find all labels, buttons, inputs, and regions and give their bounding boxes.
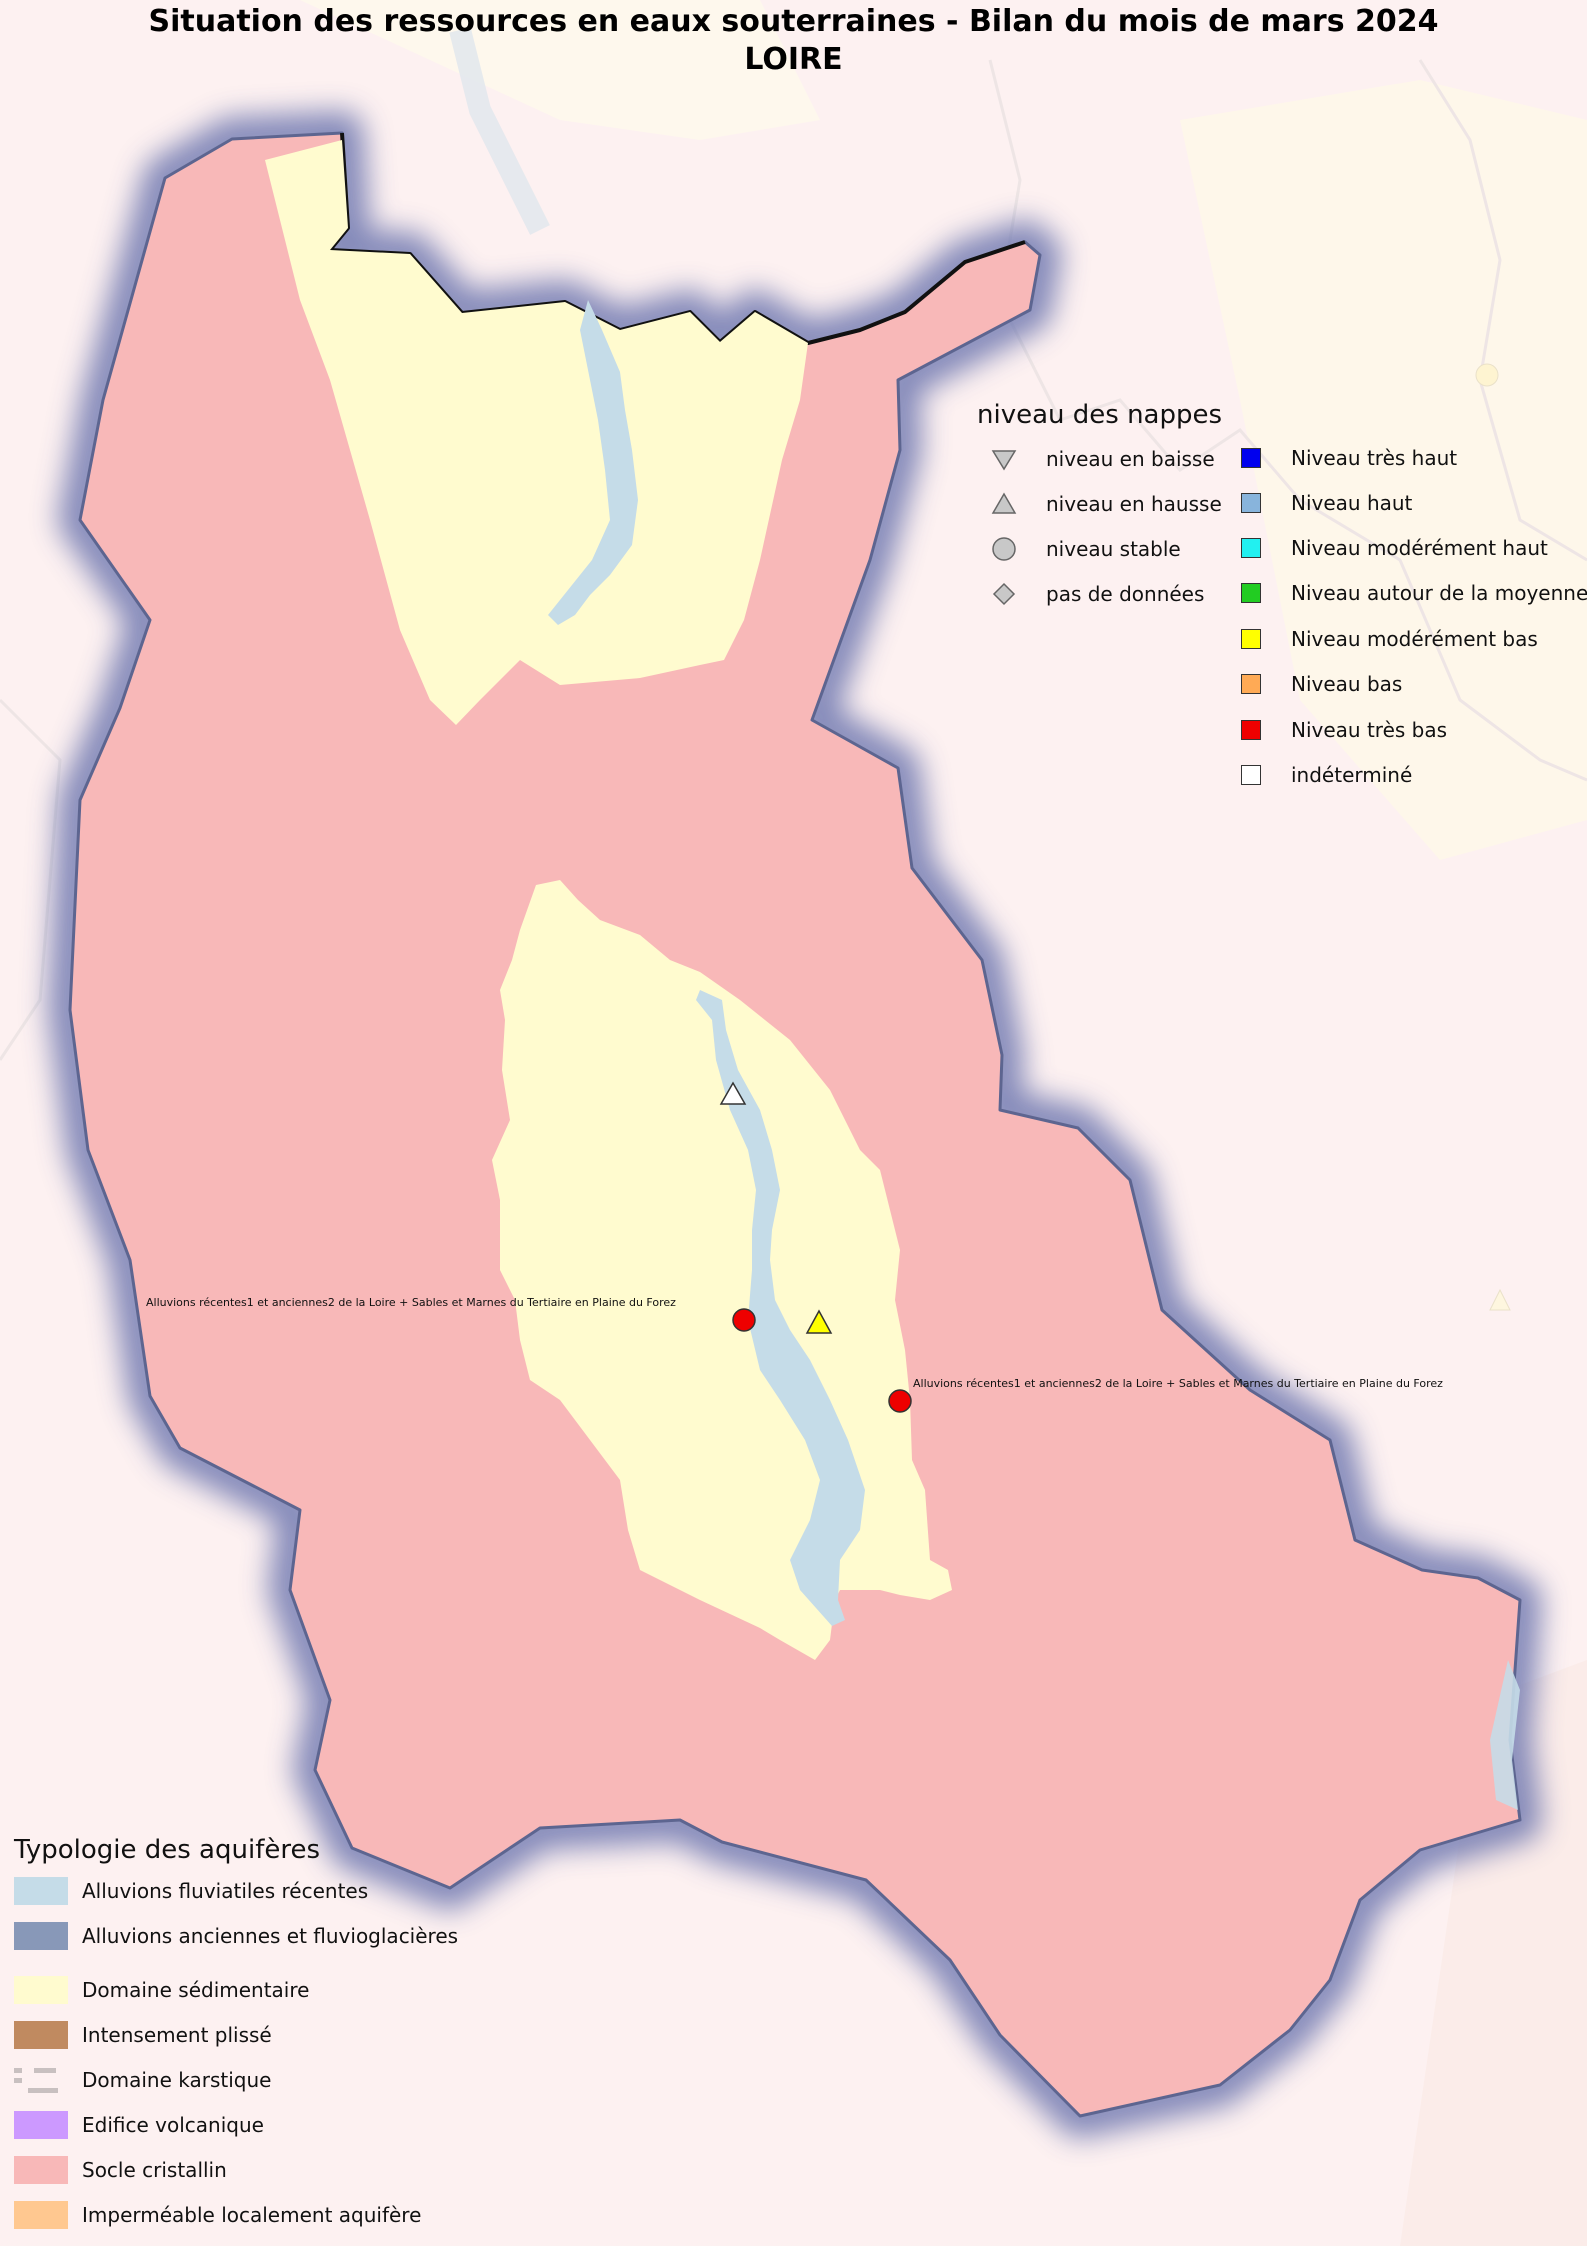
legend-level-haut: Niveau haut — [1241, 491, 1412, 515]
legend-aquifere-impermeable: Imperméable localement aquifère — [14, 2201, 421, 2229]
station-label-4: Alluvions récentes1 et anciennes2 de la … — [913, 1377, 1443, 1390]
station-markers — [719, 1081, 912, 1413]
sedimentaire-nord-area — [265, 140, 808, 725]
legend-aquifere-socle: Socle cristallin — [14, 2156, 227, 2184]
legend-trend-stable: niveau stable — [988, 536, 1181, 562]
legend-trend-baisse: niveau en baisse — [988, 446, 1215, 472]
legend-level-bas: Niveau bas — [1241, 672, 1402, 696]
legend-aquifere-plisse: Intensement plissé — [14, 2021, 272, 2049]
triangle-down-icon — [988, 446, 1020, 472]
aquiferes-legend-heading: Typologie des aquifères — [14, 1835, 321, 1865]
circle-icon — [988, 536, 1020, 562]
triangle-up-icon — [988, 491, 1020, 517]
karst-pattern-icon — [14, 2066, 68, 2094]
diamond-icon — [988, 581, 1020, 607]
alluvions-loire-forez — [696, 990, 865, 1626]
legend-aquifere-alluvions-recentes: Alluvions fluviatiles récentes — [14, 1877, 368, 1905]
alluvions-east-strip — [1490, 1660, 1520, 1810]
station-label-2: Alluvions récentes1 et anciennes2 de la … — [146, 1296, 676, 1309]
alluvions-loire-nord — [548, 300, 638, 625]
station-marker-4[interactable] — [888, 1389, 912, 1413]
legend-trend-pas-de-donnees: pas de données — [988, 581, 1204, 607]
legend-level-tres-bas: Niveau très bas — [1241, 718, 1447, 742]
legend-aquifere-karstique: Domaine karstique — [14, 2066, 271, 2094]
station-marker-3[interactable] — [805, 1309, 833, 1334]
legend-aquifere-sedimentaire: Domaine sédimentaire — [14, 1976, 309, 2004]
legend-aquifere-alluvions-anciennes: Alluvions anciennes et fluvioglacières — [14, 1922, 458, 1950]
legend-level-moyenne: Niveau autour de la moyenne — [1241, 581, 1587, 605]
legend-level-moderement-bas: Niveau modérément bas — [1241, 627, 1538, 651]
map-title: Situation des ressources en eaux souterr… — [148, 4, 1439, 39]
station-marker-2[interactable] — [732, 1308, 756, 1332]
station-marker-1[interactable] — [719, 1081, 747, 1105]
legend-level-moderement-haut: Niveau modérément haut — [1241, 536, 1548, 560]
legend-aquifere-volcanique: Edifice volcanique — [14, 2111, 264, 2139]
map-subtitle: LOIRE — [744, 42, 843, 77]
legend-level-tres-haut: Niveau très haut — [1241, 446, 1457, 470]
legend-trend-hausse: niveau en hausse — [988, 491, 1222, 517]
legend-level-indetermine: indéterminé — [1241, 763, 1412, 787]
nappes-legend-heading: niveau des nappes — [977, 400, 1223, 430]
